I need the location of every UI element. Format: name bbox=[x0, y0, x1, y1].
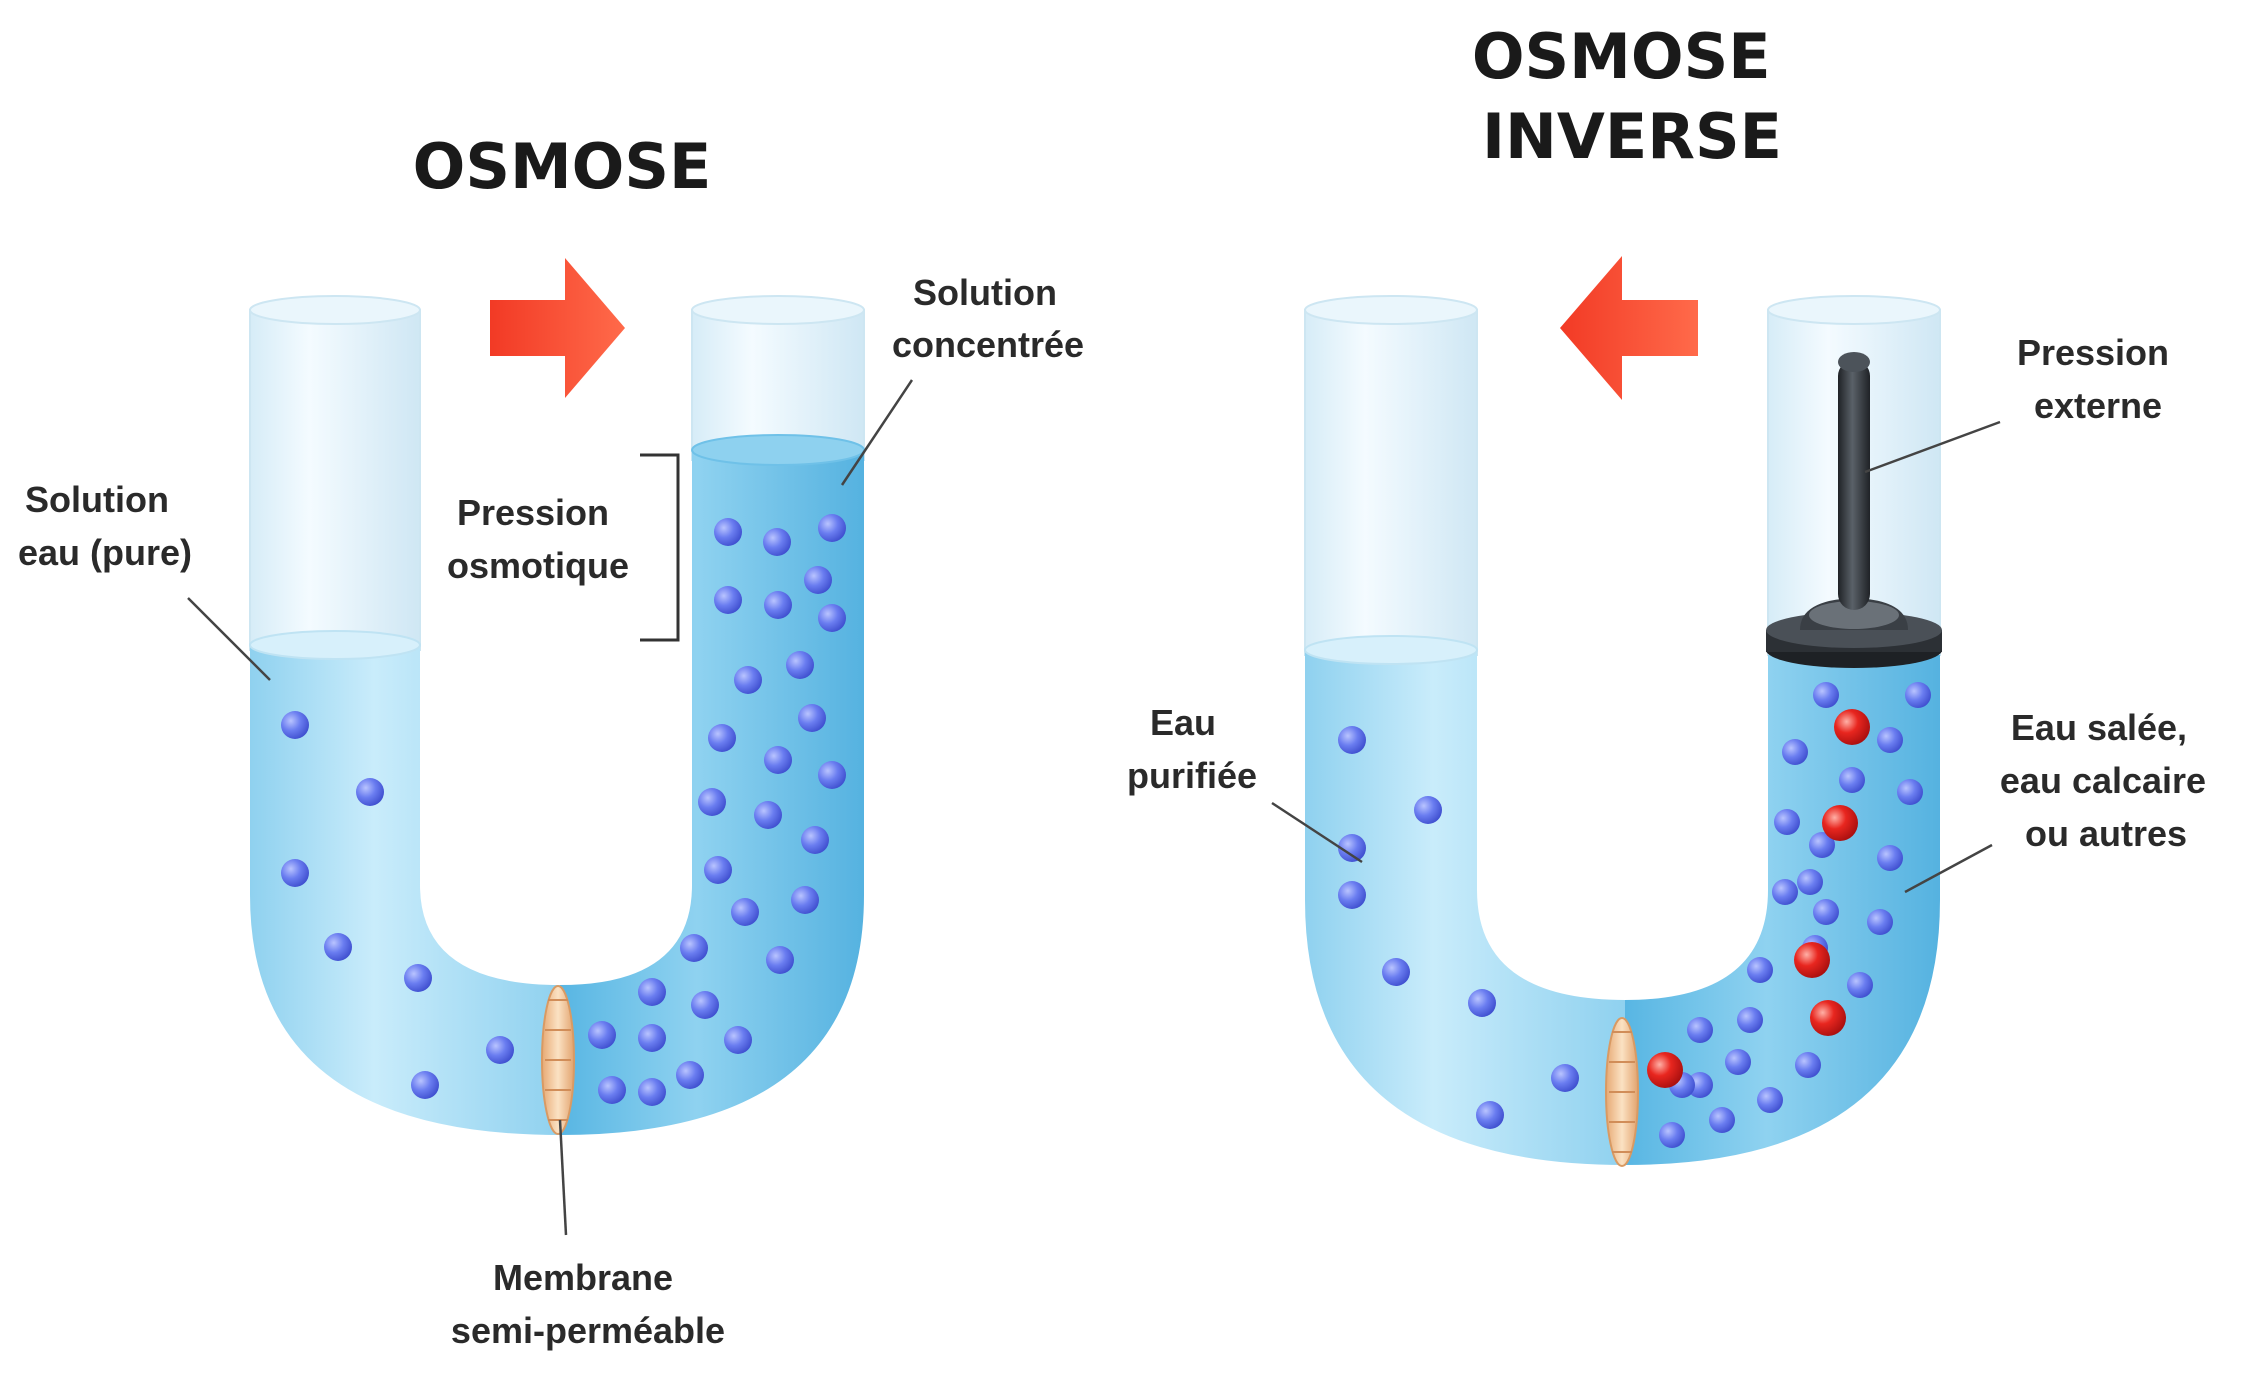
label-membrane-line2: semi-perméable bbox=[451, 1310, 725, 1351]
svg-text:Eau salée, eau calcaire: Eau salée, eau calcaire ou autres bbox=[2000, 707, 2216, 854]
svg-text:Membrane semi-perméable: Membrane semi-perméable bbox=[451, 1257, 725, 1351]
svg-text:Solution eau (pure): Solution eau (pure) bbox=[18, 479, 192, 573]
left-tube-glass bbox=[249, 309, 421, 651]
label-purified-water-line1: Eau bbox=[1150, 702, 1216, 743]
arrow-left-icon bbox=[1560, 256, 1698, 400]
right-tube-rim bbox=[691, 295, 865, 325]
label-osmotic-pressure-line2: osmotique bbox=[447, 545, 629, 586]
right-water-surface bbox=[691, 434, 865, 466]
osmosis-panel: OSMOSE bbox=[18, 130, 1084, 1351]
label-osmotic-pressure-line1: Pression bbox=[457, 492, 609, 533]
svg-text:Pression externe: Pression externe bbox=[2017, 332, 2179, 426]
piston bbox=[1766, 352, 1942, 668]
osmosis-title: OSMOSE bbox=[413, 130, 712, 203]
left-tube-rim bbox=[249, 295, 421, 325]
label-external-pressure-line1: Pression bbox=[2017, 332, 2169, 373]
pressure-bracket bbox=[640, 453, 680, 642]
label-pure-water-line2: eau (pure) bbox=[18, 532, 192, 573]
reverse-left-tube-glass bbox=[1304, 309, 1478, 656]
label-concentrated-line2: concentrée bbox=[892, 324, 1084, 365]
svg-text:Eau purifiée: Eau purifiée bbox=[1127, 702, 1257, 796]
left-pure-water bbox=[250, 645, 560, 1135]
label-salt-water-line3: ou autres bbox=[2025, 813, 2187, 854]
label-concentrated-line1: Solution bbox=[913, 272, 1057, 313]
left-water-surface bbox=[249, 630, 421, 660]
svg-text:Pression osmotique: Pression osmotique bbox=[447, 492, 629, 586]
reverse-title-line1: OSMOSE bbox=[1472, 20, 1771, 93]
reverse-osmosis-panel: OSMOSE INVERSE bbox=[1127, 20, 2216, 1167]
arrow-right-icon bbox=[490, 258, 625, 398]
label-membrane-line1: Membrane bbox=[493, 1257, 673, 1298]
purified-water-molecules bbox=[1338, 726, 1579, 1129]
reverse-title-line2: INVERSE bbox=[1482, 100, 1782, 173]
svg-text:Solution concentrée: Solution concentrée bbox=[892, 272, 1084, 365]
label-salt-water-line2: eau calcaire bbox=[2000, 760, 2206, 801]
label-salt-water-line1: Eau salée, bbox=[2011, 707, 2187, 748]
water-molecules-left bbox=[281, 711, 514, 1099]
salt-particles bbox=[1647, 709, 1870, 1088]
label-pure-water-line1: Solution bbox=[25, 479, 169, 520]
purified-water bbox=[1305, 650, 1625, 1165]
label-purified-water-line2: purifiée bbox=[1127, 755, 1257, 796]
salt-water-molecules bbox=[1659, 682, 1931, 1148]
label-external-pressure-line2: externe bbox=[2034, 385, 2162, 426]
water-molecules-right bbox=[588, 514, 846, 1106]
svg-text:OSMOSE INVERSE: OSMOSE INVERSE bbox=[1472, 20, 1792, 173]
